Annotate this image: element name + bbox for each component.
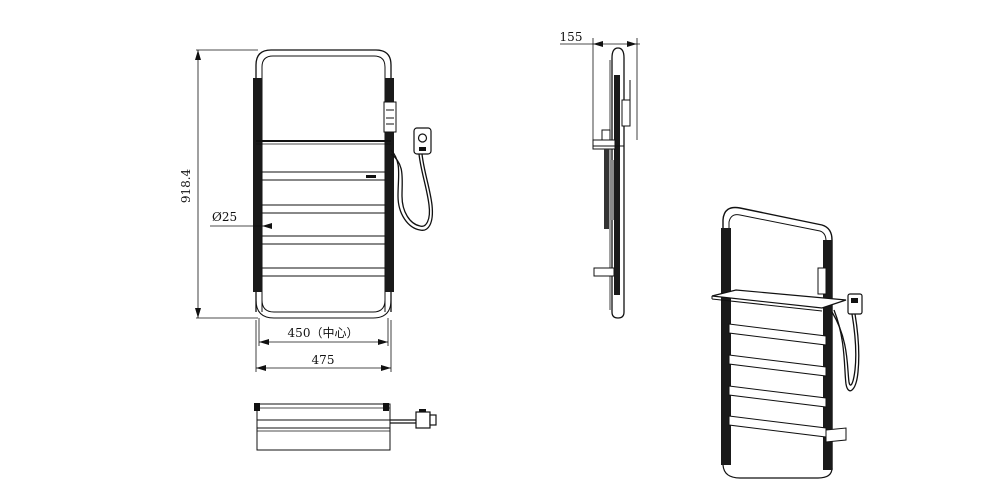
top-view (254, 403, 437, 451)
center-width-dimension: 450（中心） (258, 318, 389, 346)
center-width-label: 450（中心） (288, 325, 359, 340)
left-sleeve (253, 78, 262, 292)
front-view: 918.4 Ø25 450（中心） 475 (179, 49, 434, 372)
overall-width-dimension: 475 (255, 320, 392, 372)
height-label: 918.4 (179, 168, 193, 203)
plug-and-cable (390, 127, 434, 231)
brand-logo (366, 175, 376, 178)
isometric-view (711, 206, 863, 479)
right-sleeve (385, 78, 394, 292)
power-switch (383, 101, 397, 133)
iso-rungs (728, 323, 827, 438)
depth-dimension: 155 (560, 30, 640, 140)
side-view: 155 (560, 30, 640, 319)
rungs (261, 171, 386, 277)
iso-plug (847, 293, 863, 315)
diameter-callout: Ø25 (210, 210, 272, 229)
top-plug (415, 411, 431, 429)
diameter-label: Ø25 (212, 210, 237, 224)
overall-width-label: 475 (312, 353, 335, 367)
depth-label: 155 (560, 30, 583, 44)
height-dimension: 918.4 (179, 49, 258, 319)
iso-shelf (711, 289, 847, 309)
